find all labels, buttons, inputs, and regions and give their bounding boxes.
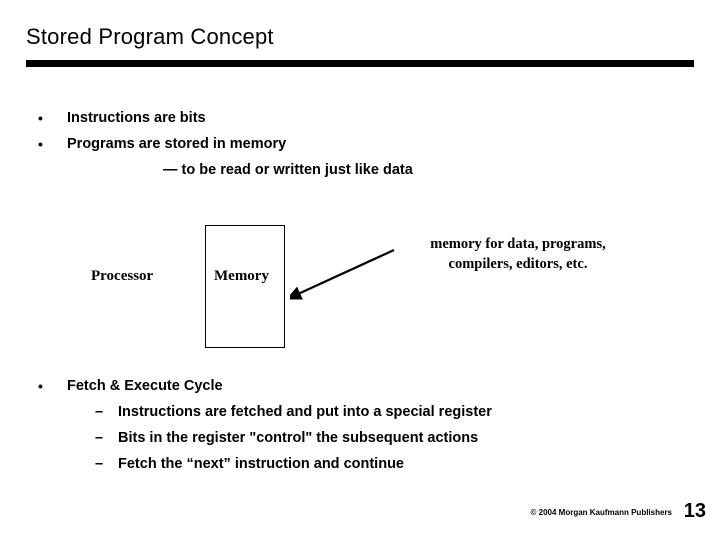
dash-marker-icon: – — [95, 404, 104, 420]
diagram-processor-label: Processor — [91, 268, 154, 284]
callout-arrow-icon — [290, 249, 395, 300]
bullet-marker-icon: • — [38, 378, 43, 394]
bullet-marker-icon: • — [38, 136, 43, 152]
sub-note-text: — to be read or written just like data — [163, 162, 413, 178]
callout-line-2: compilers, editors, etc. — [448, 256, 588, 272]
footer-credit: © 2004 Morgan Kaufmann Publishers — [530, 508, 672, 517]
callout-line-1: memory for data, programs, — [430, 236, 606, 252]
list-item: • Programs are stored in memory — [30, 134, 670, 160]
diagram-memory-box — [205, 225, 285, 348]
diagram-callout-text: memory for data, programs, compilers, ed… — [398, 234, 638, 274]
list-item-label: Programs are stored in memory — [67, 136, 287, 152]
sub-list-item: – Bits in the register "control" the sub… — [30, 428, 670, 454]
title-divider — [26, 60, 694, 67]
dash-marker-icon: – — [95, 430, 104, 446]
sub-list-item-label: Bits in the register "control" the subse… — [118, 430, 479, 446]
sub-list-item-label: Fetch the “next” instruction and continu… — [118, 456, 404, 472]
sub-list-item: – Fetch the “next” instruction and conti… — [30, 454, 670, 480]
list-item-label: Instructions are bits — [67, 110, 206, 126]
dash-marker-icon: – — [95, 456, 104, 472]
bullet-list-top: • Instructions are bits • Programs are s… — [30, 108, 670, 178]
list-item-label: Fetch & Execute Cycle — [67, 378, 223, 394]
list-item: • Fetch & Execute Cycle — [30, 376, 670, 402]
list-item: • Instructions are bits — [30, 108, 670, 134]
sub-list-item-label: Instructions are fetched and put into a … — [118, 404, 492, 420]
page-title: Stored Program Concept — [26, 24, 274, 49]
bullet-marker-icon: • — [38, 110, 43, 126]
diagram-memory-label: Memory — [214, 268, 269, 284]
sub-list-item: – Instructions are fetched and put into … — [30, 402, 670, 428]
page-number: 13 — [683, 500, 706, 522]
bullet-list-bottom: • Fetch & Execute Cycle – Instructions a… — [30, 376, 670, 480]
